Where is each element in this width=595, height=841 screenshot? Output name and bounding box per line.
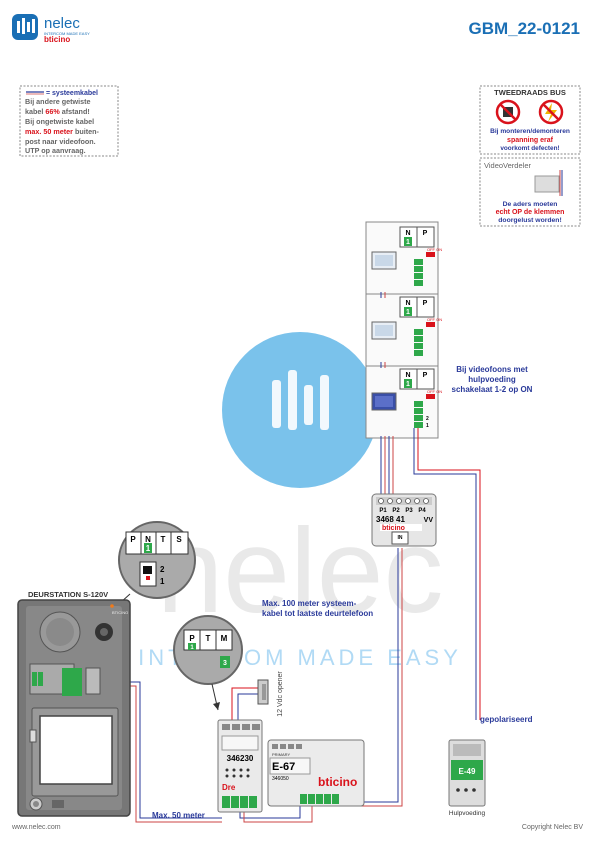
svg-text:PRIMARY: PRIMARY bbox=[272, 752, 290, 757]
monitor-unit-2: N P 1 OFF ON bbox=[371, 296, 442, 356]
svg-text:1: 1 bbox=[190, 645, 194, 651]
svg-text:Bij monteren/demonteren: Bij monteren/demonteren bbox=[490, 128, 570, 135]
svg-text:1: 1 bbox=[160, 577, 165, 586]
video-distributor: P1 P2 P3 P4 3468 41 VV bticino IN bbox=[371, 493, 437, 547]
svg-text:P4: P4 bbox=[418, 508, 426, 514]
svg-text:P: P bbox=[130, 535, 136, 544]
door-station: DEURSTATION S-120V BTICINO bbox=[17, 590, 131, 817]
svg-text:bticino: bticino bbox=[382, 525, 405, 532]
footer-copyright: Copyright Nelec BV bbox=[522, 824, 583, 831]
svg-text:P1: P1 bbox=[379, 508, 387, 514]
header: nelec INTERCOM MADE EASY bticino GBM_22-… bbox=[12, 14, 580, 44]
distance-note: Max. 50 meter bbox=[152, 811, 205, 820]
svg-text:P: P bbox=[423, 300, 428, 307]
svg-text:1: 1 bbox=[406, 239, 410, 246]
svg-text:gepolariseerd: gepolariseerd bbox=[480, 715, 533, 724]
logo-brand: bticino bbox=[44, 35, 70, 44]
monitor-unit-3: N P 1 OFF ON 2 1 bbox=[371, 368, 442, 429]
svg-text:T: T bbox=[161, 535, 166, 544]
door-opener: 12 Vdc opener bbox=[257, 671, 284, 717]
svg-text:1: 1 bbox=[426, 423, 429, 429]
watermark-circle bbox=[222, 332, 378, 488]
svg-text:Hulpvoeding: Hulpvoeding bbox=[449, 810, 486, 817]
footer-url: www.nelec.com bbox=[11, 824, 61, 831]
svg-text:BTICINO: BTICINO bbox=[112, 610, 128, 615]
svg-text:1: 1 bbox=[406, 309, 410, 316]
svg-text:Bij ongetwiste kabel: Bij ongetwiste kabel bbox=[25, 117, 94, 126]
svg-text:IN: IN bbox=[398, 535, 403, 541]
svg-text:hulpvoeding: hulpvoeding bbox=[468, 375, 516, 384]
svg-text:kabel 66% afstand!: kabel 66% afstand! bbox=[25, 107, 90, 116]
no-plug-icon bbox=[495, 99, 521, 125]
svg-text:P3: P3 bbox=[405, 508, 413, 514]
svg-text:P: P bbox=[423, 372, 428, 379]
verdeler-box: VideoVerdeler De aders moeten echt OP de… bbox=[479, 157, 581, 227]
no-shock-icon bbox=[538, 99, 564, 125]
svg-text:voorkomt defecten!: voorkomt defecten! bbox=[500, 145, 559, 152]
watermark: nelec INTERCOM MADE EASY bbox=[138, 332, 458, 670]
svg-text:N: N bbox=[145, 535, 151, 544]
relay-module: 346230 Dre bbox=[217, 719, 263, 813]
svg-text:echt OP de klemmen: echt OP de klemmen bbox=[496, 209, 565, 216]
svg-text:De aders moeten: De aders moeten bbox=[503, 201, 558, 208]
svg-text:Bij andere getwiste: Bij andere getwiste bbox=[25, 97, 91, 106]
svg-text:OFF ON: OFF ON bbox=[427, 317, 442, 322]
svg-text:1: 1 bbox=[146, 544, 151, 553]
svg-text:E-49: E-49 bbox=[459, 767, 476, 776]
svg-text:S: S bbox=[176, 535, 182, 544]
svg-text:N: N bbox=[405, 230, 410, 237]
zoom-terminal-top: P N T S 1 2 1 bbox=[109, 521, 196, 613]
svg-text:Bij videofoons met: Bij videofoons met bbox=[456, 365, 528, 374]
svg-text:2: 2 bbox=[426, 416, 429, 422]
door-station-label: DEURSTATION S-120V bbox=[28, 590, 108, 599]
svg-text:1: 1 bbox=[406, 381, 410, 388]
svg-text:TWEEDRAADS BUS: TWEEDRAADS BUS bbox=[494, 88, 566, 97]
monitor-stack: N P 1 OFF ON N P 1 OFF ON bbox=[365, 221, 442, 439]
svg-text:E-67: E-67 bbox=[272, 761, 295, 773]
svg-text:M: M bbox=[221, 634, 228, 643]
svg-text:schakelaat 1-2 op ON: schakelaat 1-2 op ON bbox=[452, 385, 533, 394]
svg-text:3468 41: 3468 41 bbox=[376, 515, 405, 524]
svg-text:346230: 346230 bbox=[227, 754, 254, 763]
note-legend: = systeemkabel bbox=[46, 90, 98, 97]
svg-text:Dre: Dre bbox=[222, 783, 236, 792]
svg-text:spanning eraf: spanning eraf bbox=[507, 137, 554, 144]
svg-text:N: N bbox=[405, 300, 410, 307]
svg-text:Max. 100 meter systeem-: Max. 100 meter systeem- bbox=[262, 599, 357, 608]
svg-text:P: P bbox=[423, 230, 428, 237]
svg-text:VideoVerdeler: VideoVerdeler bbox=[484, 161, 531, 170]
svg-text:2: 2 bbox=[160, 565, 165, 574]
svg-text:VV: VV bbox=[424, 517, 434, 524]
zoom-terminal-mid: P T M 1 3 bbox=[173, 615, 243, 711]
verdeler-thumbnail-icon bbox=[534, 175, 560, 193]
logo-bars-icon bbox=[17, 18, 35, 34]
svg-text:doorgelust worden!: doorgelust worden! bbox=[498, 217, 561, 224]
svg-text:bticino: bticino bbox=[318, 775, 357, 789]
svg-text:max. 50 meter buiten-: max. 50 meter buiten- bbox=[25, 127, 100, 136]
logo-name: nelec bbox=[44, 15, 80, 32]
auxiliary-power-e49: E-49 Hulpvoeding gepolariseerd bbox=[448, 715, 533, 817]
svg-text:346050: 346050 bbox=[272, 776, 289, 782]
svg-text:P2: P2 bbox=[392, 508, 400, 514]
svg-text:N: N bbox=[405, 372, 410, 379]
svg-text:UTP op aanvraag.: UTP op aanvraag. bbox=[25, 146, 86, 155]
svg-text:kabel tot laatste deurtelefoon: kabel tot laatste deurtelefoon bbox=[262, 609, 373, 618]
svg-text:OFF ON: OFF ON bbox=[427, 389, 442, 394]
svg-text:12 Vdc opener: 12 Vdc opener bbox=[277, 671, 284, 717]
logo-tagline: INTERCOM MADE EASY bbox=[44, 31, 90, 36]
monitor-unit-1: N P 1 OFF ON bbox=[371, 226, 442, 286]
doc-code: GBM_22-0121 bbox=[468, 19, 580, 38]
svg-text:3: 3 bbox=[223, 660, 227, 667]
bus-warning-box: TWEEDRAADS BUS Bij monteren/demonteren s… bbox=[479, 85, 581, 155]
svg-text:P: P bbox=[189, 634, 195, 643]
svg-text:post naar videofoon.: post naar videofoon. bbox=[25, 137, 96, 146]
svg-text:T: T bbox=[206, 634, 211, 643]
svg-text:OFF ON: OFF ON bbox=[427, 247, 442, 252]
watermark-logo-icon bbox=[272, 370, 329, 430]
note-box: = systeemkabel Bij andere getwiste kabel… bbox=[19, 85, 119, 157]
power-supply-e67: PRIMARY E-67 346050 bticino bbox=[267, 739, 365, 807]
